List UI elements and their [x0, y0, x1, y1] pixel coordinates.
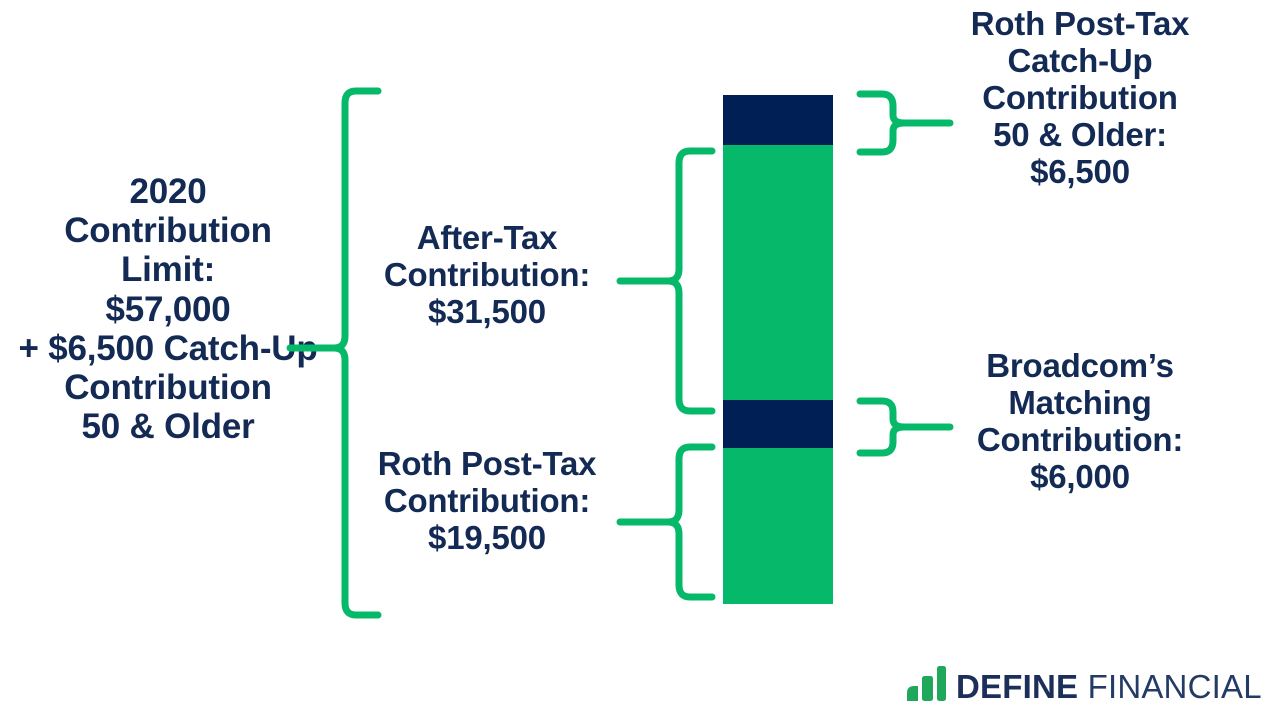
roth-catchup-contribution-label: Roth Post-Tax Catch-Up Contribution 50 &… — [970, 5, 1190, 190]
define-financial-logo: DEFINE FINANCIAL — [905, 663, 1262, 711]
matching-contribution-label: Broadcom’s Matching Contribution: $6,000 — [976, 347, 1184, 495]
bar-segment-roth-post-tax — [723, 448, 833, 604]
contribution-limit-summary: 2020 Contribution Limit: $57,000 + $6,50… — [18, 172, 318, 447]
bar-chart-icon — [905, 665, 947, 709]
bar-segment-matching — [723, 400, 833, 448]
logo-financial-text: FINANCIAL — [1078, 668, 1262, 705]
after-tax-contribution-label: After-Tax Contribution: $31,500 — [383, 219, 591, 330]
brace-matching-contribution — [855, 395, 955, 459]
brace-total-limit — [286, 86, 386, 620]
roth-post-tax-contribution-label: Roth Post-Tax Contribution: $19,500 — [377, 445, 597, 556]
brace-roth-post-tax — [616, 441, 716, 603]
logo-define-text: DEFINE — [956, 668, 1079, 705]
bar-segment-roth-catchup — [723, 95, 833, 145]
brace-after-tax — [616, 145, 716, 417]
brace-roth-catchup — [855, 88, 955, 158]
logo-wordmark: DEFINE FINANCIAL — [956, 668, 1262, 706]
stacked-contribution-bar — [723, 95, 833, 604]
bar-segment-after-tax — [723, 145, 833, 400]
